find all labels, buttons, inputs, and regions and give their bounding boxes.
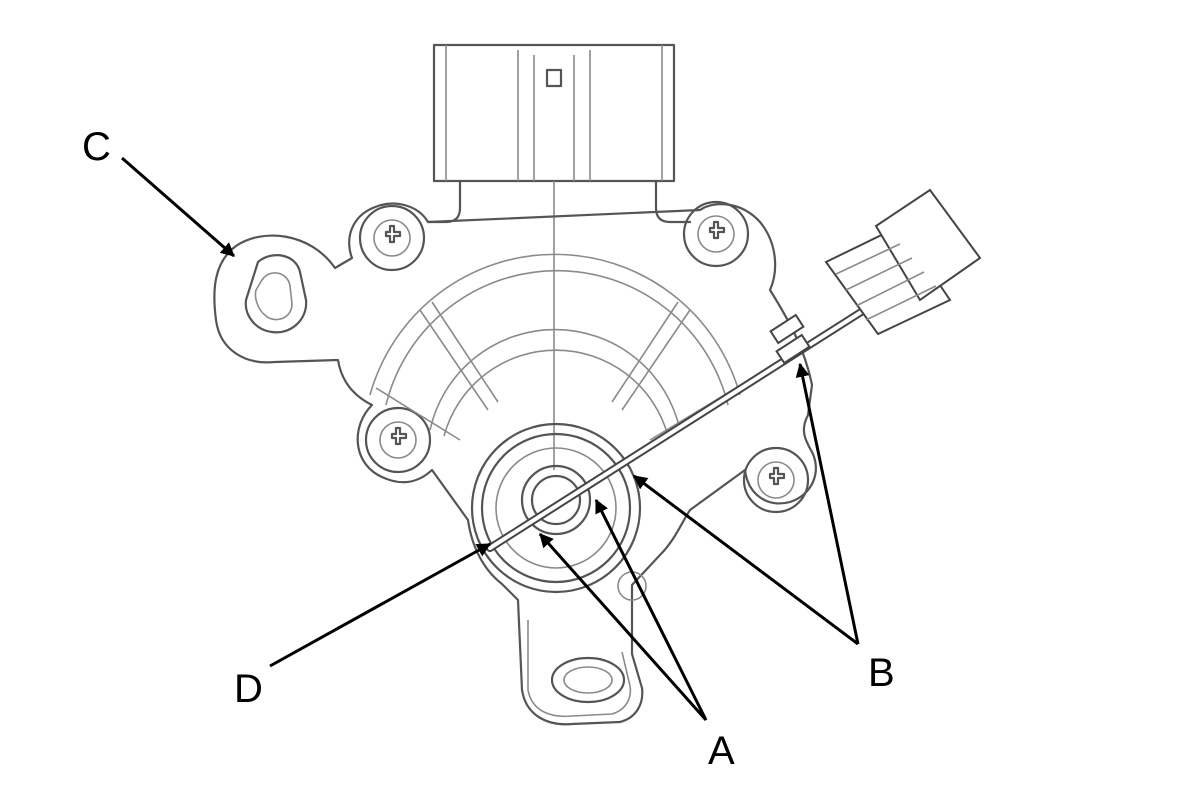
screw-boss-upper-left [358, 204, 426, 272]
arc-ribs [369, 253, 741, 441]
leader-c [121, 156, 235, 258]
screw-boss-upper-right [682, 200, 750, 268]
lower-mounting-slot [527, 620, 632, 718]
shaft-hub [470, 422, 647, 601]
callout-d: D [234, 667, 263, 711]
callout-leaders [121, 156, 860, 721]
screw-boss-lower-right [742, 446, 810, 514]
sensor-body [213, 43, 817, 726]
connector-housing [432, 43, 676, 183]
screw-boss-lower-left [364, 406, 432, 474]
leader-b-right [795, 362, 860, 645]
leader-b-left [633, 474, 859, 646]
callout-labels: C D A B [82, 125, 895, 773]
callout-b: B [868, 651, 895, 695]
gauge-handle [824, 188, 982, 336]
leader-d [269, 542, 492, 668]
leader-a-left [538, 533, 708, 721]
callout-a: A [708, 729, 735, 773]
mounting-ear-slot [244, 254, 308, 334]
leader-a-right [594, 498, 708, 721]
alignment-gauge-rod [486, 188, 982, 552]
callout-c: C [82, 125, 111, 169]
